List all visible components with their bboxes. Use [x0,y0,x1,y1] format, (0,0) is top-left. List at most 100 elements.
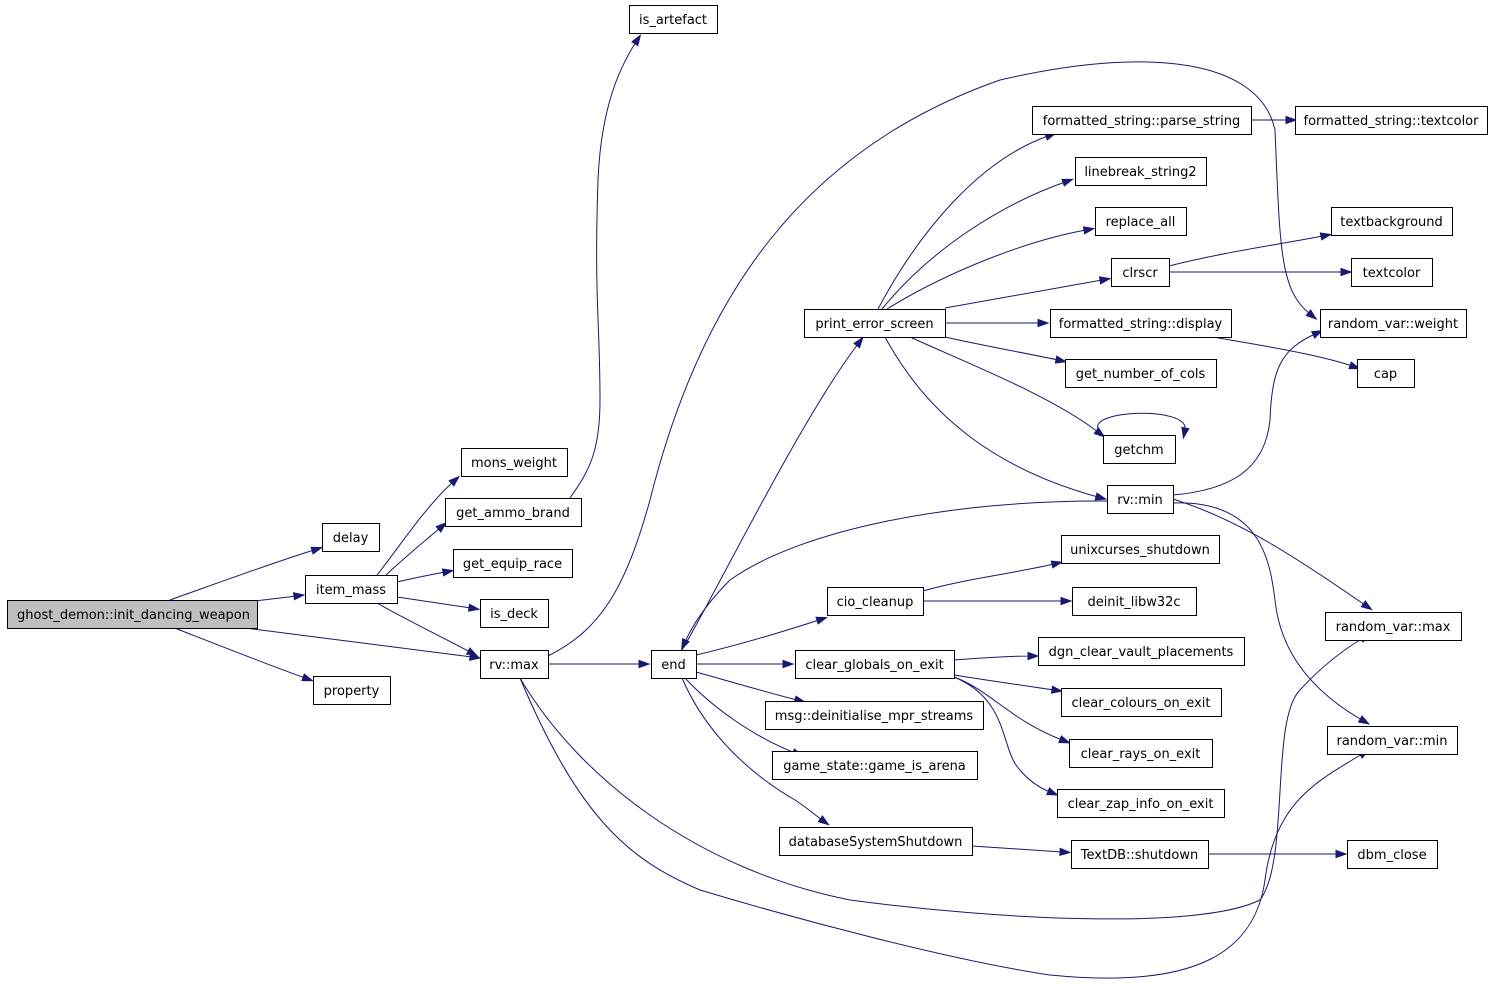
node-clear-rays[interactable]: clear_rays_on_exit [1069,739,1213,768]
node-is-deck[interactable]: is_deck [480,599,549,628]
node-game-is-arena[interactable]: game_state::game_is_arena [772,751,978,780]
node-box[interactable] [827,587,924,616]
node-msg-deinit[interactable]: msg::deinitialise_mpr_streams [765,701,984,730]
node-label: clear_zap_info_on_exit [1068,797,1214,812]
node-deinit-libw32c[interactable]: deinit_libw32c [1072,587,1197,616]
node-box[interactable] [1072,587,1197,616]
node-label: item_mass [316,583,386,598]
edge-line [953,676,1063,741]
node-fs-textcolor[interactable]: formatted_string::textcolor [1295,106,1488,135]
node-replace-all[interactable]: replace_all [1095,207,1187,236]
edge-arrowhead [1181,426,1190,440]
node-box[interactable] [461,448,568,477]
node-box[interactable] [1357,359,1415,388]
node-unix-shutdown[interactable]: unixcurses_shutdown [1061,535,1220,564]
node-clear-globals[interactable]: clear_globals_on_exit [795,650,955,679]
node-box[interactable] [765,701,984,730]
node-print-error-screen[interactable]: print_error_screen [804,309,946,338]
node-box[interactable] [1103,435,1176,464]
node-box[interactable] [1107,485,1174,514]
node-box[interactable] [1111,258,1170,287]
edge-fs_display-to-cap [1212,336,1361,370]
node-box[interactable] [1061,535,1220,564]
node-box[interactable] [629,5,718,34]
node-rv-min[interactable]: rv::min [1107,485,1174,514]
node-rvar-min[interactable]: random_var::min [1327,726,1458,755]
edge-getchm-to-getchm [1097,412,1190,440]
node-get-ammo-brand[interactable]: get_ammo_brand [445,498,582,527]
node-box[interactable] [1032,106,1252,135]
node-box[interactable] [313,676,391,705]
node-parse-string[interactable]: formatted_string::parse_string [1032,106,1252,135]
node-rvar-max[interactable]: random_var::max [1325,612,1462,641]
node-box[interactable] [651,650,697,679]
node-box[interactable] [795,650,955,679]
edge-clear_globals-to-dgn_clear [953,651,1040,661]
node-textcolor[interactable]: textcolor [1351,258,1433,287]
node-cap[interactable]: cap [1357,359,1415,388]
node-box[interactable] [480,650,549,679]
node-linebreak[interactable]: linebreak_string2 [1075,157,1207,186]
edges-layer [169,33,1373,979]
node-rv-max[interactable]: rv::max [480,650,549,679]
edge-line [1172,502,1363,721]
node-cio-cleanup[interactable]: cio_cleanup [827,587,924,616]
node-box[interactable] [1065,359,1217,388]
node-property[interactable]: property [313,676,391,705]
edge-arrowhead [782,659,795,669]
node-box[interactable] [1347,840,1438,869]
node-box[interactable] [1071,840,1209,869]
node-box[interactable] [1075,157,1207,186]
node-db-shutdown[interactable]: databaseSystemShutdown [779,827,973,856]
node-get-cols[interactable]: get_number_of_cols [1065,359,1217,388]
node-is-artefact[interactable]: is_artefact [629,5,718,34]
node-dbm-close[interactable]: dbm_close [1347,840,1438,869]
edge-print_error_screen-to-getchm [909,336,1106,438]
node-rvar-weight[interactable]: random_var::weight [1320,309,1467,338]
node-textdb-shutdown[interactable]: TextDB::shutdown [1071,840,1209,869]
edge-arrowhead [1305,309,1318,320]
node-label: print_error_screen [815,317,933,332]
node-box[interactable] [1069,739,1213,768]
node-clear-colours[interactable]: clear_colours_on_exit [1061,688,1222,717]
node-box[interactable] [1325,612,1462,641]
node-box[interactable] [1327,726,1458,755]
node-box[interactable] [453,549,573,578]
node-box[interactable] [804,309,946,338]
node-item-mass[interactable]: item_mass [305,575,398,604]
edge-print_error_screen-to-get_cols [944,336,1068,364]
node-box[interactable] [1038,637,1245,666]
node-box[interactable] [480,599,549,628]
edge-line [376,481,454,576]
node-box[interactable] [1351,258,1433,287]
node-box[interactable] [445,498,582,527]
node-box[interactable] [1057,789,1225,818]
node-box[interactable] [7,600,258,629]
node-end[interactable]: end [651,650,697,679]
node-box[interactable] [1050,309,1232,338]
node-dgn-clear[interactable]: dgn_clear_vault_placements [1038,637,1245,666]
node-box[interactable] [1331,207,1453,236]
edge-item_mass-to-mons_weight [376,475,461,576]
node-ghost[interactable]: ghost_demon::init_dancing_weapon [7,600,258,629]
node-box[interactable] [1061,688,1222,717]
edge-arrowhead [1037,318,1050,328]
node-box[interactable] [1295,106,1488,135]
node-mons-weight[interactable]: mons_weight [461,448,568,477]
node-box[interactable] [1320,309,1467,338]
node-box[interactable] [779,827,973,856]
node-box[interactable] [322,523,380,552]
node-clear-zap[interactable]: clear_zap_info_on_exit [1057,789,1225,818]
edge-arrowhead [853,336,864,349]
node-get-equip-race[interactable]: get_equip_race [453,549,573,578]
node-box[interactable] [772,751,978,780]
node-textbackground[interactable]: textbackground [1331,207,1453,236]
node-box[interactable] [305,575,398,604]
node-clrscr[interactable]: clrscr [1111,258,1170,287]
edge-clrscr-to-textbackground [1168,232,1333,267]
node-delay[interactable]: delay [322,523,380,552]
edge-line [681,343,859,651]
node-box[interactable] [1095,207,1187,236]
node-getchm[interactable]: getchm [1103,435,1176,464]
node-fs-display[interactable]: formatted_string::display [1050,309,1232,338]
